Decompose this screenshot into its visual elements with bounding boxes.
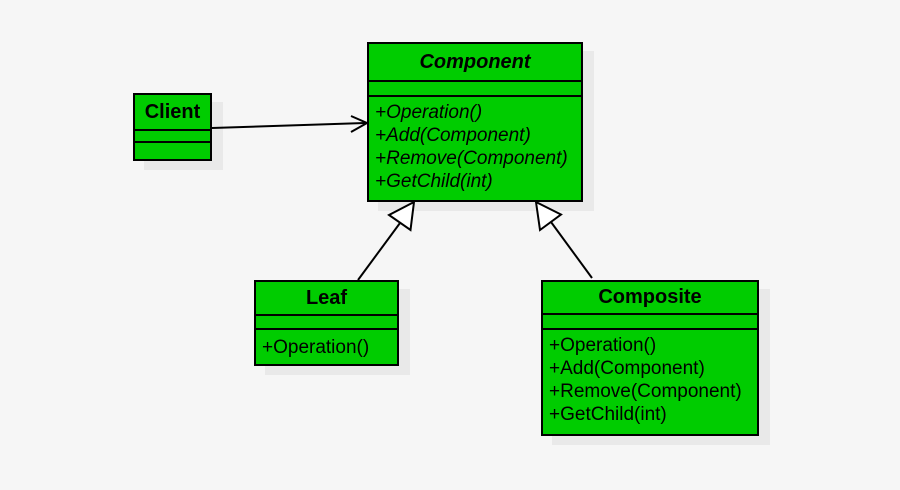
method-line: +Operation() <box>375 102 483 123</box>
association-client-to-component <box>211 115 370 133</box>
operations-compartment: +Operation() +Add(Component) +Remove(Com… <box>543 330 757 434</box>
class-title-client: Client <box>135 95 210 131</box>
operations-compartment: +Operation() +Add(Component) +Remove(Com… <box>369 97 581 200</box>
class-name-text: Composite <box>598 286 702 308</box>
method-line: +Operation() <box>262 336 370 358</box>
class-name-text: Component <box>419 50 531 73</box>
method-line: +Operation() <box>549 335 657 356</box>
generalization-composite-to-component <box>534 200 593 279</box>
operations-compartment <box>135 143 210 159</box>
class-name-text: Client <box>144 100 201 123</box>
class-name-text: Leaf <box>305 286 348 309</box>
hollow-triangle-arrowhead-icon <box>534 200 563 232</box>
method-line: +Add(Component) <box>549 358 705 379</box>
generalization-line <box>357 222 401 281</box>
class-box-component: Component +Operation() +Add(Component) +… <box>367 42 583 202</box>
method-line: +Remove(Component) <box>375 148 568 169</box>
attributes-compartment <box>543 315 757 330</box>
association-line <box>211 122 366 129</box>
class-box-leaf: Leaf +Operation() <box>254 280 399 366</box>
open-arrowhead-icon <box>350 115 370 133</box>
method-line: +GetChild(int) <box>549 404 667 425</box>
hollow-triangle-arrowhead-icon <box>387 200 416 232</box>
class-box-client: Client <box>133 93 212 161</box>
generalization-line <box>550 221 593 279</box>
class-title-composite: Composite <box>543 282 757 315</box>
method-line: +GetChild(int) <box>375 171 493 192</box>
class-box-composite: Composite +Operation() +Add(Component) +… <box>541 280 759 436</box>
attributes-compartment <box>369 82 581 97</box>
operations-compartment: +Operation() <box>256 330 397 364</box>
method-line: +Remove(Component) <box>549 381 742 402</box>
method-line: +Add(Component) <box>375 125 531 146</box>
generalization-leaf-to-component <box>357 200 416 281</box>
attributes-compartment <box>256 316 397 330</box>
class-title-leaf: Leaf <box>256 282 397 316</box>
class-title-component: Component <box>369 44 581 82</box>
attributes-compartment <box>135 131 210 143</box>
